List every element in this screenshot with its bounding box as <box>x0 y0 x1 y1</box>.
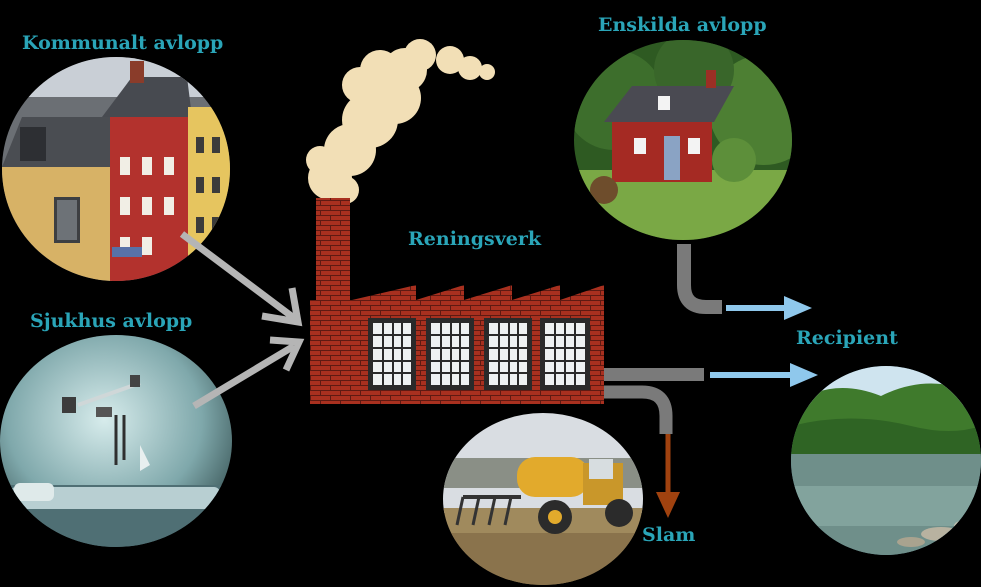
plant-outflow-pipe <box>604 368 704 434</box>
sludge-arrow <box>656 434 680 518</box>
label-private: Enskilda avlopp <box>598 14 767 36</box>
red-cottage-photo <box>574 40 792 240</box>
outflow-arrow-plant <box>710 363 818 387</box>
smoke-cloud <box>306 39 495 204</box>
inflow-arrow-hospital <box>192 336 305 410</box>
river-photo <box>791 366 981 555</box>
private-pipe <box>677 244 722 314</box>
label-treatment-plant: Reningsverk <box>408 228 542 250</box>
label-hospital: Sjukhus avlopp <box>30 310 193 332</box>
label-municipal: Kommunalt avlopp <box>22 32 224 54</box>
label-sludge: Slam <box>642 524 696 546</box>
label-recipient: Recipient <box>796 327 898 349</box>
inflow-arrow-municipal <box>179 231 303 327</box>
manure-tanker-photo <box>443 413 643 585</box>
hospital-room-photo <box>0 335 232 547</box>
outflow-arrow-private <box>726 296 812 320</box>
factory-illustration <box>310 198 604 404</box>
